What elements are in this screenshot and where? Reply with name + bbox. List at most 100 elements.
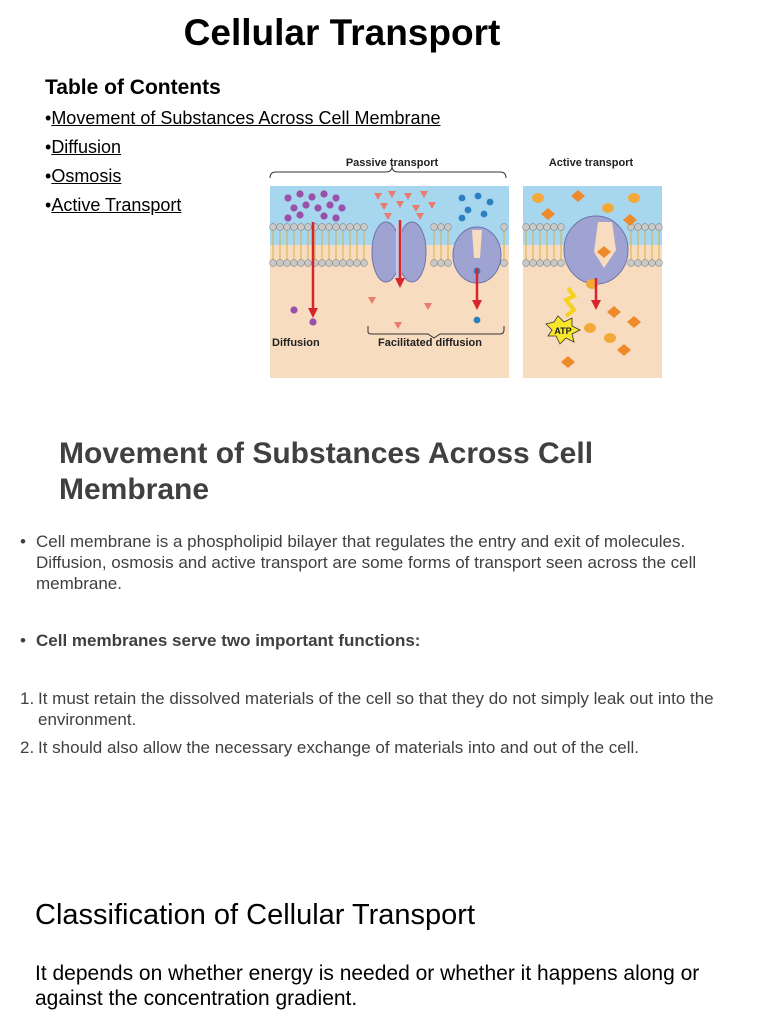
bullet-paragraph-functions: • Cell membranes serve two important fun…: [20, 630, 740, 651]
lipid-head: [641, 223, 649, 231]
toc-bullet: •: [45, 108, 52, 128]
atp-label: ATP: [554, 326, 571, 336]
toc-link-diffusion[interactable]: Diffusion: [51, 137, 122, 157]
page-title: Cellular Transport: [183, 12, 501, 53]
blue-molecule: [474, 192, 482, 200]
toc-bullet: •: [45, 137, 52, 157]
lipid-head: [339, 223, 347, 231]
paragraph-text: Cell membranes serve two important funct…: [36, 631, 421, 650]
item-number: 1.: [20, 689, 35, 708]
pink-molecule: [428, 202, 436, 209]
blue-molecule: [458, 214, 466, 222]
lipid-head: [557, 259, 565, 267]
blue-molecule: [464, 206, 472, 214]
lipid-head: [529, 223, 537, 231]
pink-molecule: [420, 191, 428, 198]
toc-bullet: •: [45, 195, 52, 215]
toc-item-movement[interactable]: •Movement of Substances Across Cell Memb…: [45, 108, 440, 129]
lipid-head: [290, 259, 298, 267]
purple-molecule: [296, 190, 304, 198]
phospholipid-bilayer: [269, 223, 508, 267]
pink-molecule: [388, 191, 396, 198]
solute-molecules-diffusion: [284, 190, 346, 326]
lipid-head: [529, 259, 537, 267]
pink-molecule: [368, 297, 376, 304]
lipid-head: [304, 259, 312, 267]
pink-molecule: [374, 193, 382, 200]
lipid-head: [283, 259, 291, 267]
purple-molecule: [296, 211, 304, 219]
lipid-head: [500, 259, 508, 267]
solute-molecules-facilitated: [368, 191, 436, 329]
orange-molecule: [604, 333, 616, 343]
purple-molecule: [320, 212, 328, 220]
lipid-head: [437, 259, 445, 267]
lipid-head: [557, 223, 565, 231]
pink-molecule: [384, 213, 392, 220]
numbered-item-2: 2. It should also allow the necessary ex…: [20, 737, 740, 758]
lipid-head: [543, 259, 551, 267]
lipid-head: [332, 259, 340, 267]
item-text: It should also allow the necessary excha…: [38, 738, 640, 757]
lipid-head: [325, 259, 333, 267]
paragraph-text: Cell membrane is a phospholipid bilayer …: [36, 532, 697, 593]
pump-protein: [563, 215, 629, 285]
blue-molecule: [480, 210, 488, 218]
pink-molecule: [396, 201, 404, 208]
lipid-head: [648, 223, 656, 231]
lipid-head: [430, 259, 438, 267]
atp-burst-icon: [545, 315, 581, 345]
toc-item-osmosis[interactable]: •Osmosis: [45, 166, 121, 187]
lipid-head: [353, 223, 361, 231]
lipid-head: [276, 223, 284, 231]
lipid-head: [339, 259, 347, 267]
toc-heading: Table of Contents: [45, 76, 221, 99]
lipid-head: [430, 223, 438, 231]
toc-link-osmosis[interactable]: Osmosis: [51, 166, 122, 186]
orange-molecule: [628, 193, 640, 203]
pumped-molecules: [532, 190, 641, 368]
lipid-head: [297, 223, 305, 231]
lipid-head: [276, 259, 284, 267]
purple-molecule: [314, 204, 322, 212]
lipid-head: [543, 223, 551, 231]
toc-link-movement[interactable]: Movement of Substances Across Cell Membr…: [51, 108, 441, 128]
orange-molecule: [532, 193, 544, 203]
lipid-head: [346, 223, 354, 231]
facilitated-diffusion-label: Facilitated diffusion: [378, 337, 482, 349]
purple-molecule: [284, 194, 292, 202]
lipid-head: [332, 223, 340, 231]
lipid-head: [325, 223, 333, 231]
lipid-head: [360, 259, 368, 267]
transport-arrow-active: [591, 278, 601, 310]
lipid-head: [634, 223, 642, 231]
lipid-head: [437, 223, 445, 231]
bullet-mark: •: [20, 631, 26, 650]
lipid-head: [353, 259, 361, 267]
orange-molecule: [627, 316, 641, 328]
energy-bolt-icon: [562, 286, 578, 318]
pink-molecule: [416, 213, 424, 220]
purple-molecule: [338, 204, 346, 212]
orange-molecule: [602, 203, 614, 213]
pink-molecule: [424, 303, 432, 310]
lipid-head: [648, 259, 656, 267]
orange-molecule: [541, 208, 555, 220]
facilitated-brace: [367, 326, 505, 339]
toc-item-diffusion[interactable]: •Diffusion: [45, 137, 121, 158]
toc-link-active-transport[interactable]: Active Transport: [51, 195, 182, 215]
purple-molecule: [332, 194, 340, 202]
lipid-head: [297, 259, 305, 267]
lipid-head: [536, 223, 544, 231]
diffusion-label: Diffusion: [272, 337, 320, 349]
transport-arrows-passive: [308, 220, 482, 318]
orange-molecule: [597, 246, 611, 258]
lipid-head: [318, 259, 326, 267]
toc-item-active-transport[interactable]: •Active Transport: [45, 195, 181, 216]
lipid-head: [444, 259, 452, 267]
lipid-head: [627, 259, 635, 267]
orange-molecule: [617, 344, 631, 356]
lipid-head: [522, 259, 530, 267]
bullet-mark: •: [20, 532, 26, 551]
lipid-head: [655, 223, 663, 231]
